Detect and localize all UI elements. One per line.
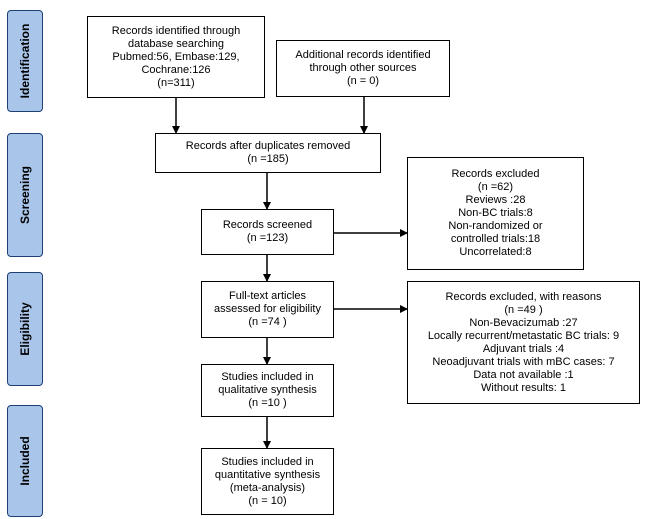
box-text-line: Studies included in xyxy=(221,455,314,468)
box-text-line: (n =10 ) xyxy=(248,397,287,409)
box-text-line: Non-Bevacizumab :27 xyxy=(469,316,578,329)
box-text-line: (n =49 ) xyxy=(504,303,543,316)
box-text-line: (n = 10) xyxy=(248,494,287,507)
box-text-line: Data not available :1 xyxy=(473,368,574,381)
box-text-line: Non-randomized or xyxy=(448,220,543,232)
box-text-line: Reviews :28 xyxy=(465,194,526,206)
box-text-line: Cochrane:126 xyxy=(141,63,211,76)
box-text-line: (n =185) xyxy=(247,153,289,165)
box-text-line: Records after duplicates removed xyxy=(185,140,351,152)
box-text-line: Studies included in xyxy=(221,371,314,383)
box-text-line: Uncorrelated:8 xyxy=(459,246,532,258)
stage-identification: Identification xyxy=(7,10,43,112)
box-text-line: Records identified through xyxy=(111,24,241,37)
box-text-line: quantitative synthesis xyxy=(214,468,321,481)
box-text-line: assessed for eligibility xyxy=(214,303,321,315)
box-text-line: Locally recurrent/metastatic BC trials: … xyxy=(427,329,620,342)
box-text-line: (n = 0) xyxy=(346,75,380,87)
box-text-line: Non-BC trials:8 xyxy=(458,207,533,219)
box-text-line: through other sources xyxy=(309,62,417,74)
box-text-line: Without results: 1 xyxy=(481,381,566,394)
box-text-line: Records screened xyxy=(222,219,313,231)
box-text-line: Neoadjuvant trials with mBC cases: 7 xyxy=(432,355,615,368)
box-text-line: (n=311) xyxy=(157,76,195,89)
box-text-line: Additional records identified xyxy=(295,49,431,61)
excluded-reasons-box: Records excluded, with reasons(n =49 )No… xyxy=(407,281,640,404)
box-text-line: Pubmed:56, Embase:129, xyxy=(112,50,240,63)
stage-screening: Screening xyxy=(7,133,43,257)
box-text-line: Records excluded xyxy=(451,168,540,180)
box-text-line: (n =123) xyxy=(246,232,289,244)
records-screened-box: Records screened(n =123) xyxy=(201,209,334,255)
box-text-line: controlled trials:18 xyxy=(450,233,541,245)
box-text-line: (meta-analysis) xyxy=(229,481,306,494)
box-text-line: database searching xyxy=(127,37,224,50)
box-text-line: qualitative synthesis xyxy=(218,384,317,396)
box-text-line: Full-text articles xyxy=(228,290,307,302)
stage-included: Included xyxy=(7,405,43,517)
box-text-line: (n =74 ) xyxy=(248,316,287,328)
box-text-line: (n =62) xyxy=(477,181,514,193)
box-text-line: Adjuvant trials :4 xyxy=(482,342,565,355)
after-duplicates-box: Records after duplicates removed(n =185) xyxy=(155,133,381,173)
box-text-line: Records excluded, with reasons xyxy=(445,290,602,303)
stage-eligibility: Eligibility xyxy=(7,272,43,386)
